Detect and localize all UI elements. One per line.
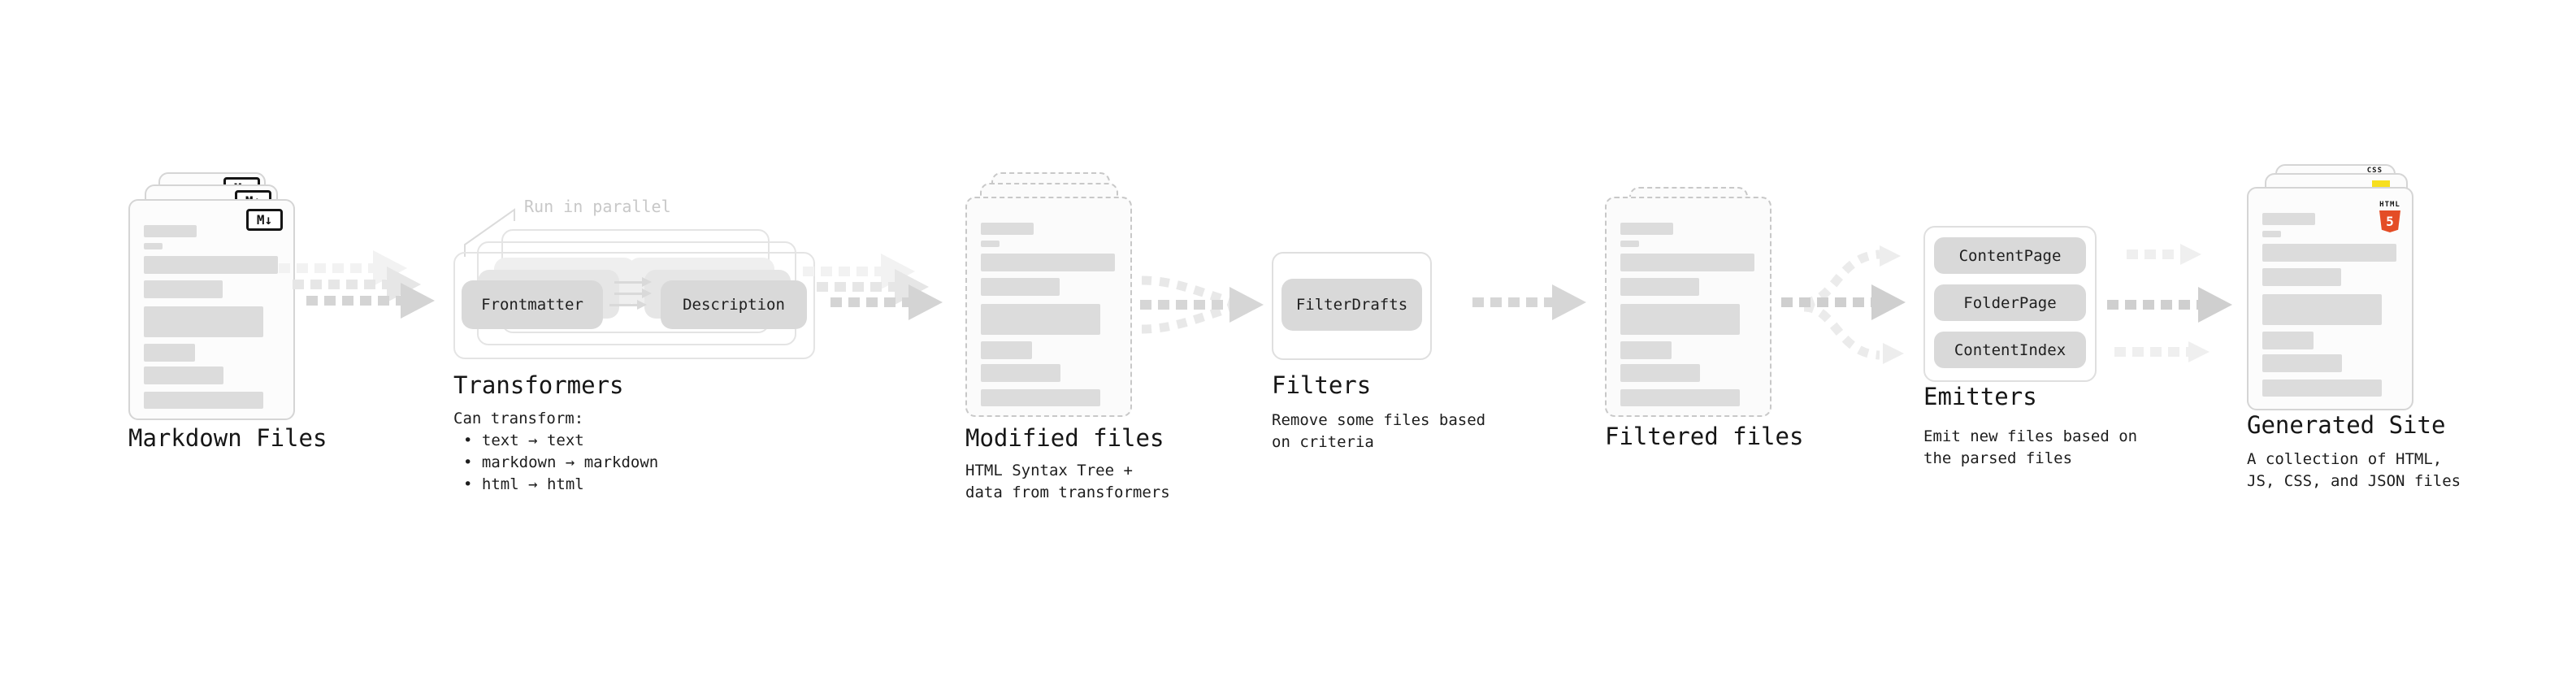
file-content-bars [981, 223, 1115, 406]
note-line: A collection of HTML, [2247, 450, 2443, 468]
transformer-group-outline [453, 252, 815, 359]
file-card-dashed [1605, 197, 1772, 417]
stage-markdown-files: M↓ M↓ M↓ [128, 172, 295, 420]
file-content-bars [1620, 223, 1754, 406]
transformer-frontmatter-pill: Frontmatter [462, 280, 603, 329]
html5-icon: HTML 5 [2379, 194, 2401, 232]
emitter-contentindex-pill: ContentIndex [1934, 332, 2086, 368]
filters-label: Filters [1272, 371, 1372, 399]
modified-files-note: HTML Syntax Tree + data from transformer… [965, 460, 1170, 504]
emitter-contentpage-pill: ContentPage [1934, 237, 2086, 274]
run-in-parallel-annotation: Run in parallel [524, 197, 671, 216]
note-line: data from transformers [965, 484, 1170, 501]
note-line: Remove some files based [1272, 411, 1486, 429]
markdown-files-label: Markdown Files [128, 424, 327, 452]
stage-filtered-files [1605, 187, 1772, 417]
note-line: • text → text [463, 432, 584, 449]
markdown-icon: M↓ [246, 209, 283, 231]
note-line: • markdown → markdown [463, 453, 659, 471]
emitters-label: Emitters [1923, 383, 2037, 410]
file-card-html: HTML 5 [2247, 187, 2413, 410]
transformers-label: Transformers [453, 371, 624, 399]
generated-site-label: Generated Site [2247, 411, 2446, 439]
filtered-files-label: Filtered files [1605, 423, 1804, 450]
parallel-arrow-icon [614, 288, 652, 298]
note-line: Can transform: [453, 410, 584, 427]
note-line: • html → html [463, 475, 584, 493]
parallel-arrow-icon [609, 300, 647, 310]
transformer-description-pill: Description [661, 280, 807, 329]
note-line: on criteria [1272, 433, 1374, 451]
note-line: Emit new files based on [1923, 427, 2138, 445]
emitter-folderpage-pill: FolderPage [1934, 284, 2086, 321]
stage-modified-files [965, 172, 1132, 417]
emitters-note: Emit new files based on the parsed files [1923, 426, 2137, 470]
file-content-bars [2262, 213, 2396, 397]
generated-site-note: A collection of HTML, JS, CSS, and JSON … [2247, 449, 2461, 492]
file-card-dashed [965, 197, 1132, 417]
annotation-callout-line [464, 208, 515, 257]
file-content-bars [144, 225, 278, 409]
filter-drafts-pill: FilterDrafts [1281, 279, 1422, 331]
parallel-arrow-icon [614, 277, 652, 287]
file-card: M↓ [128, 199, 295, 420]
note-line: HTML Syntax Tree + [965, 462, 1133, 479]
note-line: the parsed files [1923, 449, 2073, 467]
filters-note: Remove some files based on criteria [1272, 410, 1485, 453]
stage-generated-site: CSS HTML 5 [2247, 164, 2413, 410]
note-line: JS, CSS, and JSON files [2247, 472, 2461, 490]
modified-files-label: Modified files [965, 424, 1164, 452]
transformers-note: Can transform: • text → text • markdown … [453, 408, 658, 496]
